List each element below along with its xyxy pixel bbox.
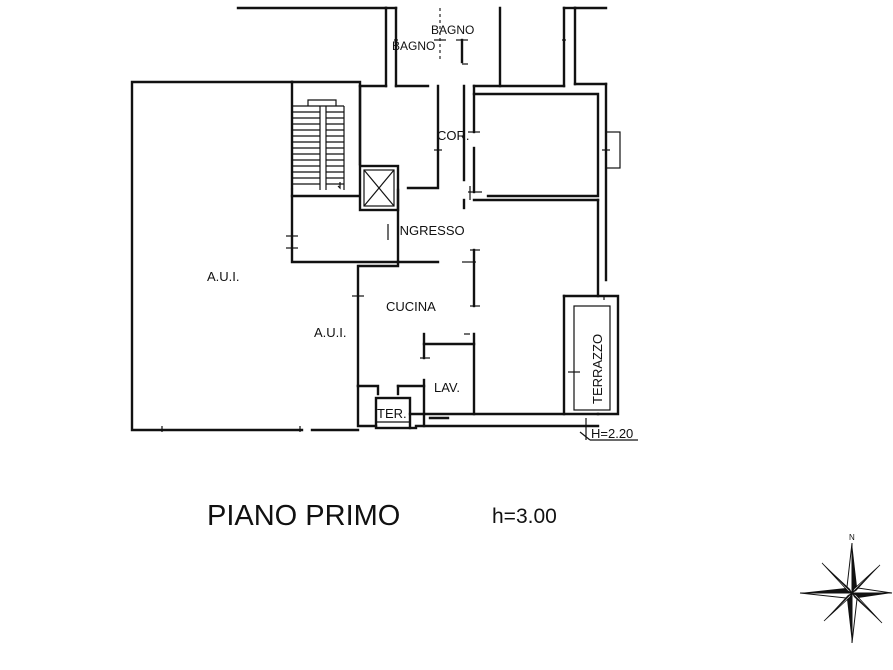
floor-title: PIANO PRIMO [207, 500, 400, 532]
label-terrazzo: TERRAZZO [590, 334, 605, 404]
corridor-walls [358, 82, 621, 282]
ingresso-and-living-walls [358, 188, 600, 308]
label-terrazzino: TER. [377, 406, 407, 421]
label-cucina: CUCINA [386, 299, 436, 314]
compass-rose-icon: N [799, 533, 893, 644]
label-ingresso: INGRESSO [396, 223, 465, 238]
stair-steps [292, 99, 345, 190]
label-aui-left: A.U.I. [207, 269, 240, 284]
label-bagno-lower: BAGNO [392, 39, 435, 53]
label-lavanderia: LAV. [434, 380, 460, 395]
kitchen-walls [352, 264, 600, 430]
door-mark-stair [286, 224, 389, 249]
stairwell [286, 80, 400, 264]
ceiling-height: h=3.00 [492, 505, 557, 528]
elevator-shaft [358, 164, 400, 212]
bathrooms-block [358, 6, 577, 88]
label-bagno-upper: BAGNO [431, 23, 474, 37]
aui-left-area-outline [130, 80, 360, 432]
label-corridoio: COR. [437, 128, 470, 143]
terrazzo-balcony [562, 294, 638, 441]
label-aui-center: A.U.I. [314, 325, 347, 340]
label-terrazzo-height: H=2.20 [591, 426, 633, 441]
compass-north-letter: N [849, 533, 855, 542]
